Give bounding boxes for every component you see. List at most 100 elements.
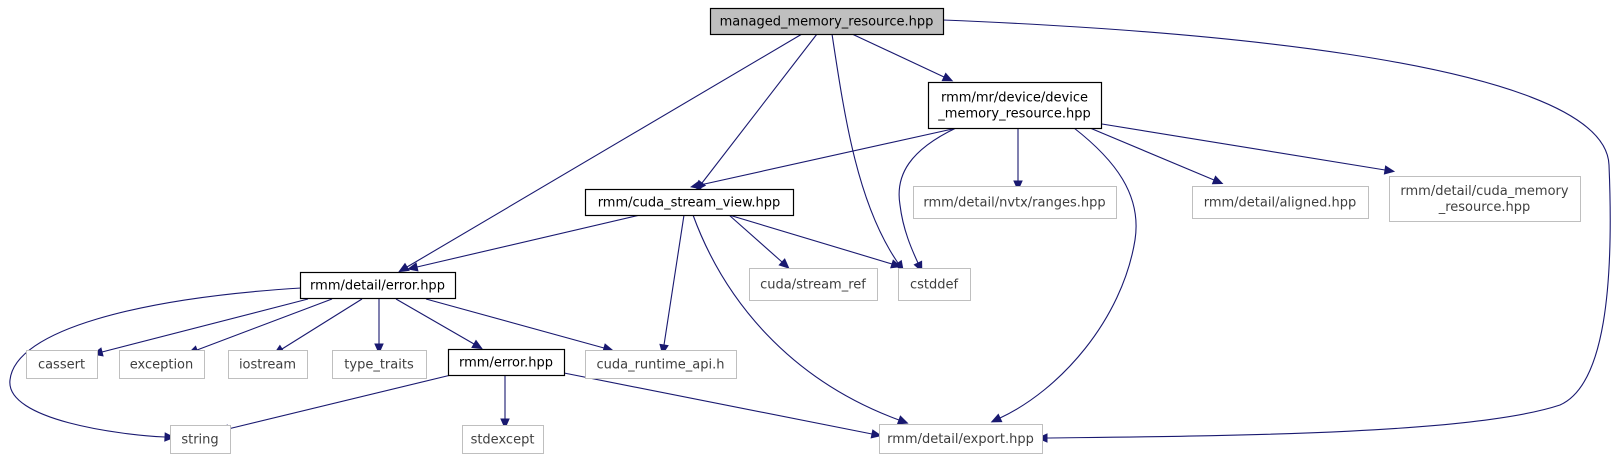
node-label: cuda/stream_ref [760, 278, 866, 293]
edge-line [1101, 123, 1386, 171]
arrowhead [500, 418, 510, 430]
edge-error_detail-to-rmm_error [395, 298, 483, 350]
edge-error_detail-to-exception [187, 298, 333, 355]
edge-line [1089, 127, 1215, 181]
arrowhead [164, 432, 176, 442]
edge-line [101, 298, 309, 353]
edge-line [406, 33, 803, 268]
node-label: type_traits [344, 358, 414, 373]
edge-line [699, 127, 958, 186]
arrowhead [1383, 165, 1396, 175]
node-label: cassert [38, 358, 85, 373]
node-box [228, 350, 308, 379]
arrowhead [1013, 180, 1023, 192]
edge-device-to-csv [689, 127, 958, 190]
edge-error_detail-to-cassert [92, 298, 309, 357]
node-label: rmm/detail/error.hpp [310, 279, 445, 294]
edge-rmm_error-to-stdexcept [500, 375, 510, 430]
node-aligned: rmm/detail/aligned.hpp [1192, 186, 1369, 219]
node-stdexcept: stdexcept [462, 425, 544, 454]
node-label: iostream [239, 358, 296, 373]
edge-rmm_error-to-export [563, 372, 883, 439]
arrowhead [778, 258, 790, 269]
edge-line [999, 127, 1137, 419]
node-box [1192, 186, 1369, 219]
node-label: rmm/detail/export.hpp [887, 432, 1034, 447]
node-stream-ref: cuda/stream_ref [749, 268, 878, 301]
edge-error_detail-to-cuda_runtime [425, 298, 614, 353]
node-nvtx: rmm/detail/nvtx/ranges.hpp [913, 186, 1117, 219]
edge-line [831, 33, 899, 264]
node-label: exception [130, 358, 194, 373]
node-box [462, 425, 544, 454]
edge-line [395, 298, 475, 345]
node-box [749, 268, 878, 301]
nodes-layer: managed_memory_resource.hpp rmm/mr/device… [26, 7, 1581, 454]
node-managed[interactable]: managed_memory_resource.hpp [709, 7, 945, 36]
arrowhead [890, 259, 902, 269]
node-box [332, 350, 427, 379]
node-rmm-error[interactable]: rmm/error.hpp [447, 348, 566, 377]
node-cuda-mr: rmm/detail/cuda_memory_resource.hpp [1389, 176, 1581, 222]
node-export: rmm/detail/export.hpp [879, 424, 1043, 454]
node-label: rmm/detail/cuda_memory [1400, 184, 1568, 199]
node-label: _resource.hpp [1438, 200, 1531, 215]
edge-csv-to-error_detail [406, 214, 641, 272]
edge-error_detail-to-iostream [273, 298, 363, 355]
node-csv[interactable]: rmm/cuda_stream_view.hpp [584, 188, 795, 217]
edge-device-to-aligned [1089, 127, 1224, 185]
node-cassert: cassert [26, 350, 98, 379]
edge-line [9, 287, 302, 438]
node-label: stdexcept [471, 433, 535, 448]
node-label: rmm/detail/aligned.hpp [1204, 196, 1357, 211]
arrowhead [941, 72, 954, 82]
node-box [447, 348, 566, 377]
node-iostream: iostream [228, 350, 308, 379]
node-label: rmm/detail/nvtx/ranges.hpp [923, 196, 1105, 211]
node-box [584, 188, 795, 217]
node-label: _memory_resource.hpp [937, 107, 1090, 122]
node-box [26, 350, 98, 379]
node-box [879, 424, 1043, 454]
edge-line [851, 33, 945, 78]
node-type-traits: type_traits [332, 350, 427, 379]
arrowhead [471, 339, 483, 350]
edge-csv-to-stream_ref [728, 214, 790, 269]
edge-managed-to-device [851, 33, 954, 82]
node-string: string [170, 425, 231, 454]
edge-line [728, 214, 893, 265]
edge-managed-to-cstddef [831, 33, 904, 272]
edge-managed-to-error_detail [398, 33, 803, 273]
edge-line [692, 214, 900, 421]
node-label: managed_memory_resource.hpp [720, 15, 934, 30]
node-error-detail[interactable]: rmm/detail/error.hpp [299, 271, 457, 300]
arrowhead [1211, 175, 1224, 185]
node-label: rmm/error.hpp [459, 356, 553, 371]
node-label: rmm/cuda_stream_view.hpp [598, 196, 781, 211]
edge-line [227, 374, 452, 430]
node-box [913, 186, 1117, 219]
arrowhead [406, 262, 419, 272]
edge-line [942, 19, 1611, 439]
edge-line [563, 372, 873, 435]
arrowhead [689, 180, 702, 190]
node-box [119, 350, 205, 379]
node-device[interactable]: rmm/mr/device/device_memory_resource.hpp [927, 81, 1103, 130]
edge-csv-to-export [692, 214, 909, 425]
node-box [709, 7, 945, 36]
edge-line [728, 214, 783, 263]
edge-csv-to-cuda_runtime [659, 214, 685, 356]
edge-line [196, 298, 333, 351]
node-box [299, 271, 457, 300]
edge-line [416, 214, 641, 268]
edge-line [701, 33, 818, 184]
node-label: cuda_runtime_api.h [596, 358, 724, 373]
edge-managed-to-csv [695, 33, 818, 192]
node-cstddef: cstddef [898, 268, 971, 301]
edge-error_detail-to-type_traits [374, 299, 384, 355]
edge-line [898, 127, 957, 264]
edge-device-to-cuda_mr [1101, 123, 1396, 175]
node-box [170, 425, 231, 454]
node-label: cstddef [910, 278, 959, 293]
arrowhead [896, 415, 909, 425]
